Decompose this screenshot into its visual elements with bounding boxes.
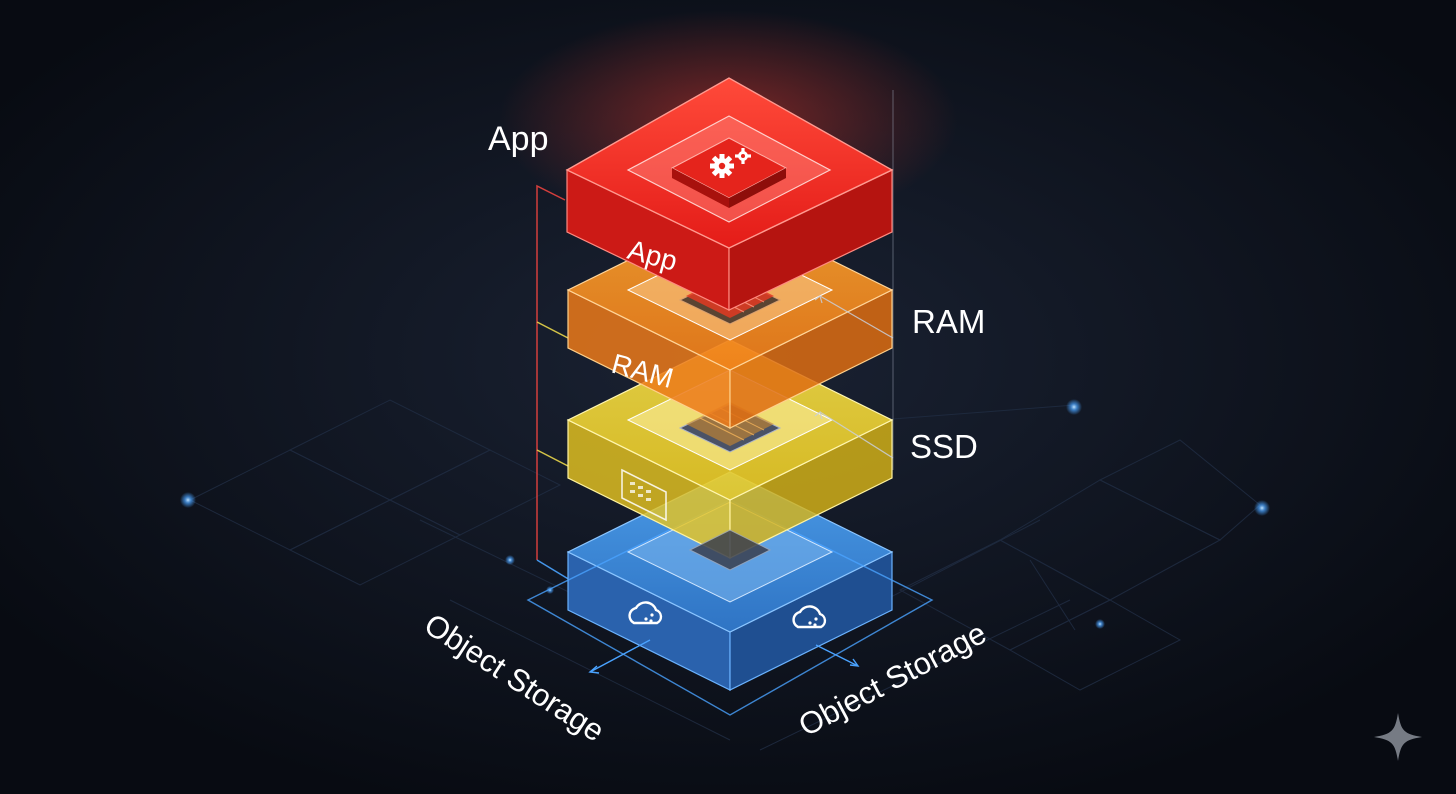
storage-arrows [588, 639, 860, 674]
storage-chip-icon [688, 529, 772, 571]
cloud-storage-icon [628, 601, 663, 625]
right-pointer-lines [814, 294, 894, 459]
ssd-label-right: SSD [910, 428, 978, 465]
ram-label-right: RAM [912, 303, 985, 340]
ssd-side-chip-icon [621, 468, 667, 522]
app-layer [565, 77, 894, 311]
base-outline [526, 499, 934, 716]
app-label-left: App [488, 120, 549, 158]
cloud-storage-icon [792, 605, 827, 629]
sparkle-icon [1374, 713, 1422, 761]
gears-icon [670, 137, 788, 208]
left-connector-lines [536, 184, 571, 581]
